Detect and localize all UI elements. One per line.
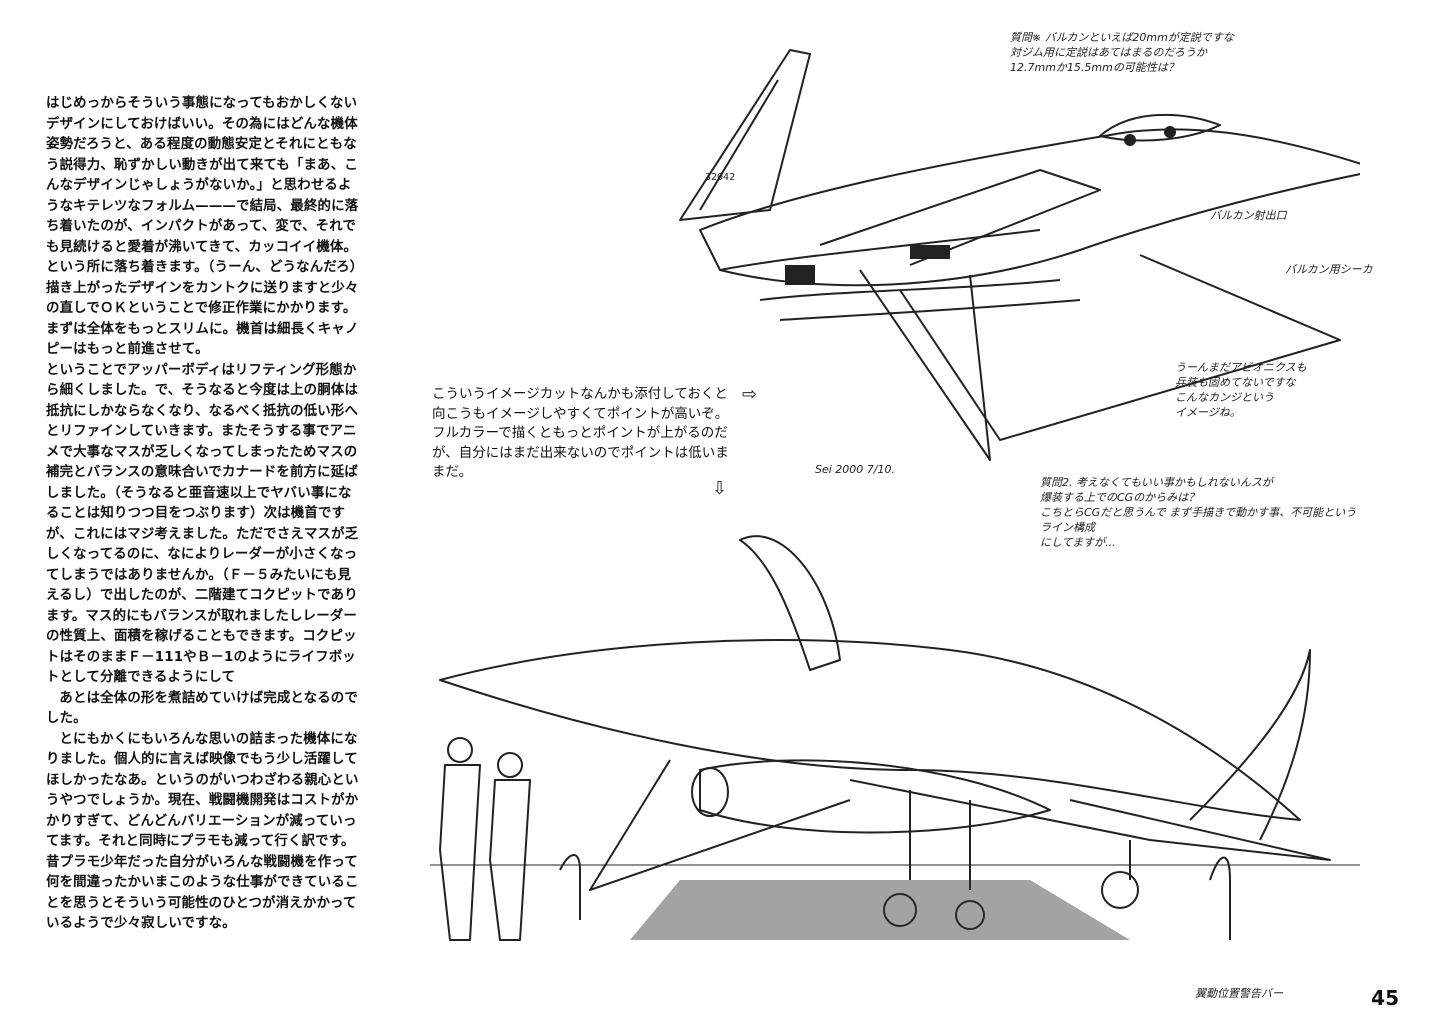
arrow-right-icon: ⇨	[742, 384, 758, 405]
serial-number: 32042	[705, 172, 735, 183]
warning-bar-label: 翼動位置警告バー	[1195, 987, 1283, 1000]
question-note-2-line3: こちとらCGだと思うんで まず手描きで動かす事、不可能というライン構成	[1040, 506, 1357, 534]
lower-jet-sketch	[430, 535, 1360, 941]
avionics-note-line1: うーんまだアビオニクスも	[1175, 361, 1307, 374]
page-number: 45	[1371, 986, 1399, 1010]
body-text-column: はじめっからそういう事態になってもおかしくないデザインにしておけばいい。その為に…	[46, 94, 364, 935]
avionics-note-line4: イメージね。	[1175, 406, 1241, 419]
arrow-down-icon: ⇩	[712, 478, 728, 499]
avionics-note-line2: 兵装も固めてないですな	[1175, 376, 1296, 389]
caption-text: こういうイメージカットなんかも添付しておくと向こうもイメージしやすくてポイントが…	[432, 386, 729, 480]
body-paragraph-1: はじめっからそういう事態になってもおかしくないデザインにしておけばいい。その為に…	[46, 96, 364, 357]
question-note-1-line1: 質問※ バルカンといえば20mmが定説ですな	[1010, 31, 1234, 44]
vulcan-port-label: バルカン射出口	[1210, 209, 1287, 222]
question-note-1-line3: 12.7mmか15.5mmの可能性は？	[1010, 61, 1179, 74]
question-note-2-line4: にしてますが...	[1040, 536, 1116, 549]
question-note-1-line2: 対ジム用に定説はあてはまるのだろうか	[1010, 46, 1207, 59]
upper-jet-sketch: 32042	[679, 49, 1360, 461]
body-paragraph-4: とにもかくにもいろんな思いの詰まった機体になりました。個人的に言えば映像でもう少…	[46, 731, 359, 932]
avionics-note-line3: こんなカンジという	[1175, 391, 1274, 404]
question-note-1: 質問※ バルカンといえば20mmが定説ですな 対ジム用に定説はあてはまるのだろう…	[1010, 30, 1350, 75]
question-note-2-line2: 爆装する上でのCGのからみは？	[1040, 491, 1200, 504]
body-paragraph-2: ということでアッパーボディはリフティング形態から細くしました。で、そうなると今度…	[46, 362, 359, 686]
body-paragraph-3: あとは全体の形を煮詰めていけば完成となるのでした。	[46, 690, 358, 727]
question-note-2: 質問2. 考えなくてもいい事かもしれないんスが 爆装する上でのCGのからみは？ …	[1040, 475, 1360, 550]
image-caption: こういうイメージカットなんかも添付しておくと向こうもイメージしやすくてポイントが…	[432, 385, 732, 483]
signature: Sei 2000 7/10.	[815, 463, 895, 476]
avionics-note: うーんまだアビオニクスも 兵装も固めてないですな こんなカンジという イメージね…	[1175, 360, 1345, 420]
vulcan-seeker-label: バルカン用シーカ	[1285, 263, 1373, 276]
question-note-2-line1: 質問2. 考えなくてもいい事かもしれないんスが	[1040, 476, 1273, 489]
